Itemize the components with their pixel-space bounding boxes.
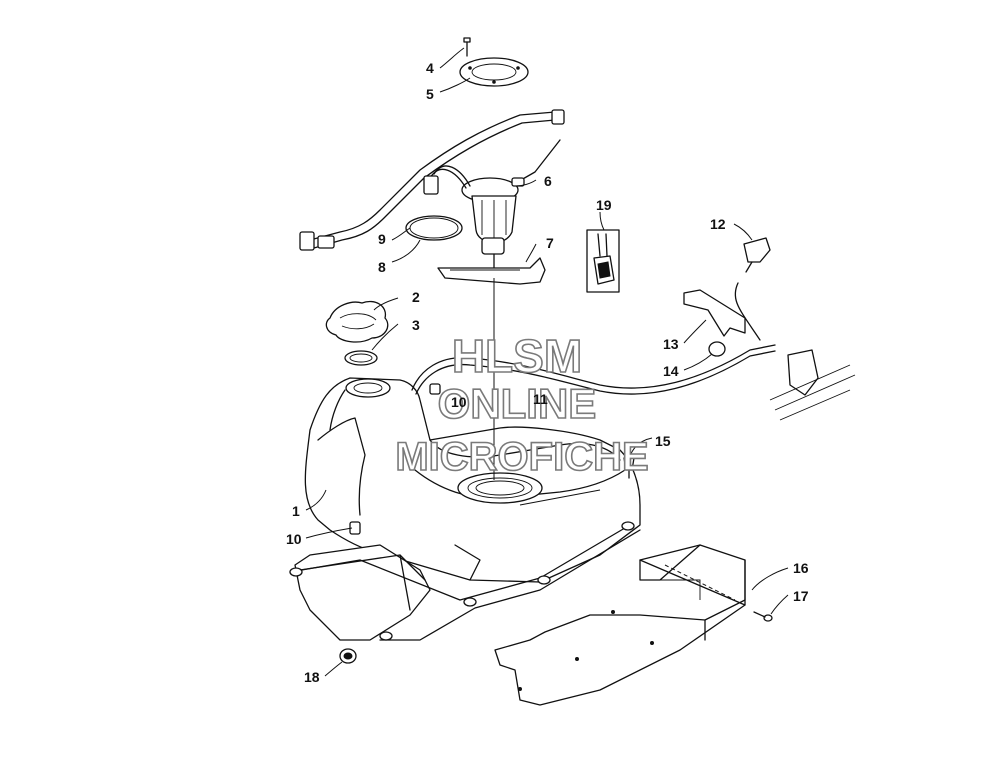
callout-4[interactable]: 4	[426, 60, 434, 76]
callout-9[interactable]: 9	[378, 231, 386, 247]
clamp[interactable]	[708, 341, 726, 357]
watermark-line3: MICROFICHE	[395, 435, 648, 479]
callout-labels: 4 5 6 7 9 8 19 12 2 3 13 14 10 11 15 1 1…	[286, 60, 809, 685]
callout-1[interactable]: 1	[292, 503, 300, 519]
watermark-line1: HLSM	[452, 330, 582, 382]
push-rivet[interactable]	[623, 457, 635, 479]
fuel-tank[interactable]	[289, 377, 641, 641]
watermark-line2: ONLINE	[438, 380, 597, 427]
fuel-sender[interactable]	[437, 257, 546, 285]
check-valve[interactable]	[734, 237, 771, 341]
callout-19[interactable]: 19	[596, 197, 612, 213]
rivet[interactable]	[753, 611, 773, 622]
wire-harness-connector[interactable]	[586, 229, 620, 293]
callout-14[interactable]: 14	[663, 363, 679, 379]
callout-3[interactable]: 3	[412, 317, 420, 333]
frame-mount	[769, 349, 856, 421]
callout-10-upper[interactable]: 10	[451, 394, 467, 410]
callout-5[interactable]: 5	[426, 86, 434, 102]
grommet[interactable]	[339, 648, 357, 664]
vent-hose[interactable]	[411, 344, 776, 395]
cap-gasket[interactable]	[344, 350, 378, 366]
screw[interactable]	[463, 37, 471, 57]
callout-16[interactable]: 16	[793, 560, 809, 576]
heat-shield[interactable]	[494, 544, 746, 706]
callout-6[interactable]: 6	[544, 173, 552, 189]
callout-18[interactable]: 18	[304, 669, 320, 685]
watermark: HLSM ONLINE MICROFICHE	[395, 329, 650, 480]
callout-10-lower[interactable]: 10	[286, 531, 302, 547]
callout-11[interactable]: 11	[533, 391, 548, 407]
bracket[interactable]	[683, 289, 746, 337]
callout-17[interactable]: 17	[793, 588, 809, 604]
leader-lines	[305, 47, 789, 677]
o-ring[interactable]	[405, 215, 463, 241]
callout-12[interactable]: 12	[710, 216, 726, 232]
callout-2[interactable]: 2	[412, 289, 420, 305]
callout-8[interactable]: 8	[378, 259, 386, 275]
callout-15[interactable]: 15	[655, 433, 671, 449]
pump-gasket-plate[interactable]	[459, 57, 529, 87]
fuel-pump[interactable]	[423, 139, 561, 279]
fuel-cap[interactable]	[325, 300, 389, 343]
callout-13[interactable]: 13	[663, 336, 679, 352]
callout-7[interactable]: 7	[546, 235, 554, 251]
